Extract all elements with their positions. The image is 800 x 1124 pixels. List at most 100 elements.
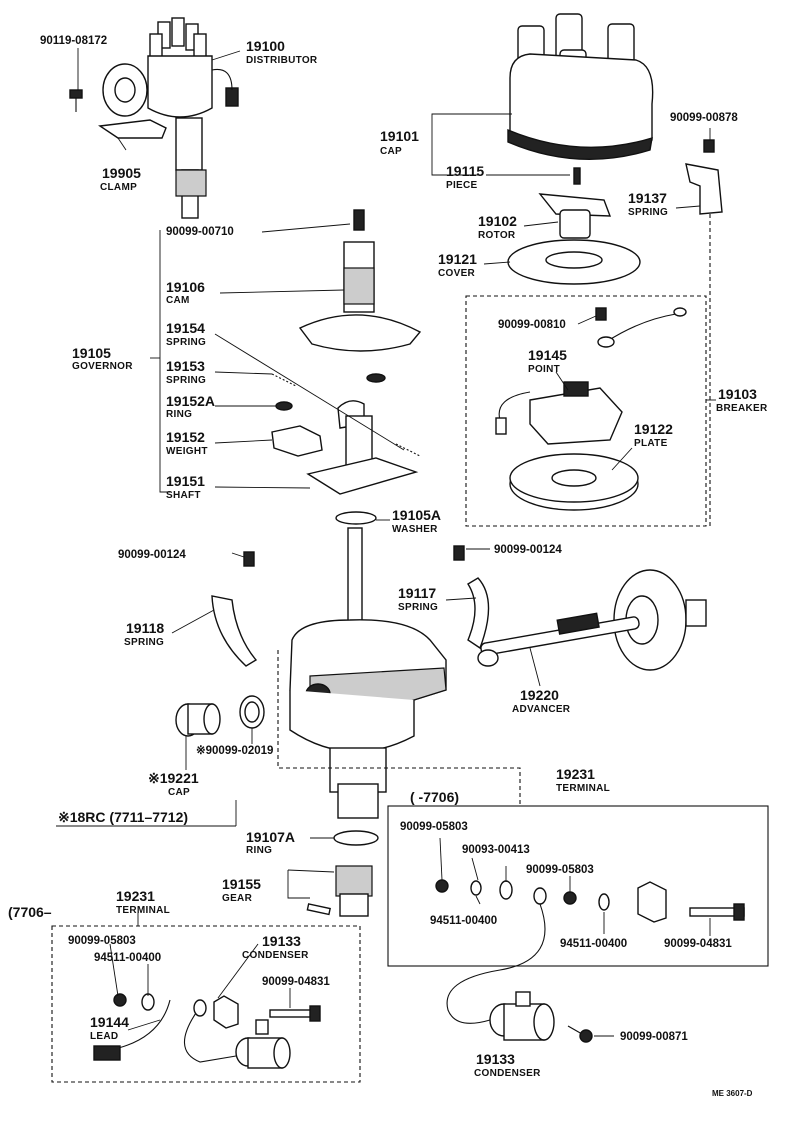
label-terminal-top: TERMINAL: [556, 783, 610, 794]
label-94511-00400-b: 94511-00400: [560, 938, 627, 950]
label-19221: ※19221: [148, 770, 199, 786]
label-breaker: BREAKER: [716, 403, 768, 414]
label-19144: 19144: [90, 1014, 129, 1030]
terminal-b-parts: [93, 993, 321, 1069]
terminal-box-a: [387, 805, 769, 967]
label-19103: 19103: [718, 386, 757, 402]
label-19121: 19121: [438, 251, 477, 267]
label-19133-b: 19133: [262, 933, 301, 949]
label-90099-05803-a: 90099-05803: [400, 821, 468, 833]
label-18rc-note: ※18RC (7711–7712): [58, 809, 188, 825]
cap-19221-illustration: [175, 703, 221, 737]
label-lead: LEAD: [90, 1031, 118, 1042]
label-19105a: 19105A: [392, 507, 441, 523]
ring-02019-illustration: [239, 695, 265, 729]
breaker-group-box: [465, 295, 707, 527]
governor-cam-illustration: [298, 209, 422, 352]
label-19152: 19152: [166, 429, 205, 445]
spring-19137-illustration: [685, 163, 723, 215]
label-spring-19153: SPRING: [166, 375, 206, 386]
label-19905: 19905: [102, 165, 141, 181]
label-spring-19137: SPRING: [628, 207, 668, 218]
label-19154: 19154: [166, 320, 205, 336]
label-spring-19118: SPRING: [124, 637, 164, 648]
advancer-illustration: [477, 569, 707, 671]
label-90099-02019: ※90099-02019: [196, 744, 273, 757]
label-washer: WASHER: [392, 524, 438, 535]
point-illustration: [495, 381, 623, 445]
plate-illustration: [509, 453, 639, 511]
condenser-a-illustration: [446, 903, 555, 1041]
label-90119-08172: 90119-08172: [40, 35, 107, 47]
label-19231-bottom: 19231: [116, 888, 155, 904]
label-shaft: SHAFT: [166, 490, 201, 501]
label-90099-05803-b: 90099-05803: [526, 864, 594, 876]
screw-00124b-illustration: [453, 545, 465, 561]
label-19155: 19155: [222, 876, 261, 892]
label-90099-04831-b: 90099-04831: [262, 976, 330, 988]
label-point: POINT: [528, 364, 560, 375]
label-90099-00871: 90099-00871: [620, 1031, 688, 1043]
label-19118: 19118: [126, 620, 164, 636]
label-spring-19154: SPRING: [166, 337, 206, 348]
label-reference-code: ME 3607-D: [712, 1089, 753, 1098]
breaker-lead-illustration: [595, 307, 687, 348]
label-19152a: 19152A: [166, 393, 215, 409]
label-condenser-b: CONDENSER: [242, 950, 309, 961]
labels: 90119-08172 19100 DISTRIBUTOR 19905 CLAM…: [8, 35, 768, 1098]
label-19137: 19137: [628, 190, 667, 206]
label-19117: 19117: [398, 585, 436, 601]
distributor-illustration: [102, 17, 239, 219]
label-19145: 19145: [528, 347, 567, 363]
label-19107a: 19107A: [246, 829, 295, 845]
label-19220: 19220: [520, 687, 559, 703]
label-90099-00878: 90099-00878: [670, 112, 738, 124]
label-19122: 19122: [634, 421, 673, 437]
label-governor: GOVERNOR: [72, 361, 133, 372]
leader-lines: [56, 48, 716, 1037]
label-19105: 19105: [72, 345, 111, 361]
ring-19107a-illustration: [333, 830, 379, 846]
label-rotor: ROTOR: [478, 230, 516, 241]
label-range-minus-7706: ( -7706): [410, 789, 459, 805]
cover-illustration: [507, 239, 641, 285]
label-weight: WEIGHT: [166, 446, 208, 457]
label-19106: 19106: [166, 279, 205, 295]
spring-19117-illustration: [467, 577, 490, 650]
label-90093-00413: 90093-00413: [462, 844, 530, 856]
label-cap-19221: CAP: [168, 787, 190, 798]
label-piece: PIECE: [446, 180, 478, 191]
label-terminal-bottom: TERMINAL: [116, 905, 170, 916]
label-19151: 19151: [166, 473, 205, 489]
label-gear: GEAR: [222, 893, 253, 904]
label-plate: PLATE: [634, 438, 668, 449]
label-range-7706-minus: (7706–: [8, 904, 52, 920]
label-cam: CAM: [166, 295, 190, 306]
label-19100: 19100: [246, 38, 285, 54]
label-cap: CAP: [380, 146, 402, 157]
label-19231-top: 19231: [556, 766, 595, 782]
label-19115: 19115: [446, 163, 484, 179]
weight-illustration: [271, 400, 365, 457]
label-94511-00400-c: 94511-00400: [94, 952, 161, 964]
label-90099-00124-left: 90099-00124: [118, 549, 186, 561]
label-clamp: CLAMP: [100, 182, 137, 193]
label-distributor: DISTRIBUTOR: [246, 55, 318, 66]
label-90099-00124-right: 90099-00124: [494, 544, 562, 556]
label-condenser-a: CONDENSER: [474, 1068, 541, 1079]
rotor-illustration: [538, 193, 612, 239]
label-90099-05803-c: 90099-05803: [68, 935, 136, 947]
clamp-illustration: [98, 119, 167, 139]
governor-spring-illustrations: [271, 373, 421, 457]
label-90099-00710: 90099-00710: [166, 226, 234, 238]
gear-illustration: [306, 865, 373, 917]
label-ring-19152a: RING: [166, 409, 192, 420]
label-19153: 19153: [166, 358, 205, 374]
terminal-a-small-parts: [435, 879, 745, 923]
label-19101: 19101: [380, 128, 419, 144]
label-19133-a: 19133: [476, 1051, 515, 1067]
label-90099-04831-a: 90099-04831: [664, 938, 732, 950]
label-ring-19107a: RING: [246, 845, 272, 856]
spring-19118-illustration: [211, 595, 258, 667]
